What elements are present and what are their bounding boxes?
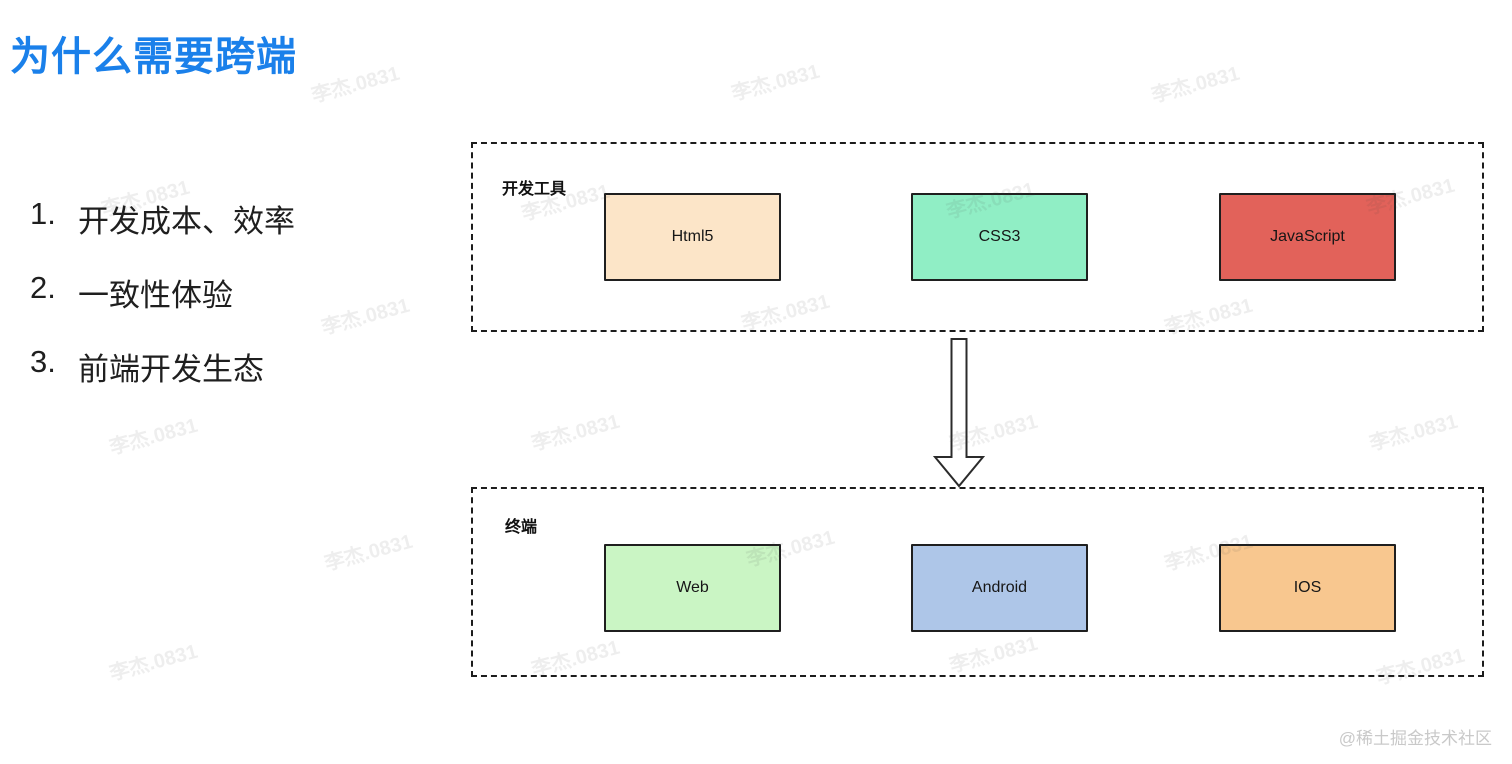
node-html5: Html5: [604, 193, 781, 281]
watermark-text: 李杰.0831: [1367, 410, 1461, 456]
terminals-group: 终端 Web Android IOS: [471, 487, 1484, 677]
group-label: 开发工具: [502, 181, 567, 198]
watermark-text: 李杰.0831: [107, 414, 201, 460]
reason-item-2: 2. 一致性体验: [30, 270, 233, 315]
group-label: 终端: [505, 519, 538, 536]
watermark-text: 李杰.0831: [729, 60, 823, 106]
down-arrow-icon: [933, 338, 985, 488]
reason-item-1: 1. 开发成本、效率: [30, 196, 295, 241]
reason-number: 1.: [30, 196, 56, 231]
node-web: Web: [604, 544, 781, 632]
node-ios: IOS: [1219, 544, 1396, 632]
reason-text: 前端开发生态: [78, 352, 264, 387]
reason-number: 3.: [30, 344, 56, 379]
watermark-text: 李杰.0831: [309, 62, 403, 108]
reason-item-3: 3. 前端开发生态: [30, 344, 264, 389]
watermark-text: 李杰.0831: [529, 410, 623, 456]
watermark-text: 李杰.0831: [319, 294, 413, 340]
page-title: 为什么需要跨端: [10, 35, 297, 79]
node-android: Android: [911, 544, 1088, 632]
reason-text: 一致性体验: [78, 278, 233, 313]
node-javascript: JavaScript: [1219, 193, 1396, 281]
watermark-text: 李杰.0831: [1149, 62, 1243, 108]
community-credit: @稀土掘金技术社区: [1338, 729, 1492, 748]
reason-text: 开发成本、效率: [78, 204, 295, 239]
node-css3: CSS3: [911, 193, 1088, 281]
watermark-text: 李杰.0831: [107, 640, 201, 686]
reason-number: 2.: [30, 270, 56, 305]
watermark-text: 李杰.0831: [322, 530, 416, 576]
dev-tools-group: 开发工具 Html5 CSS3 JavaScript: [471, 142, 1484, 332]
